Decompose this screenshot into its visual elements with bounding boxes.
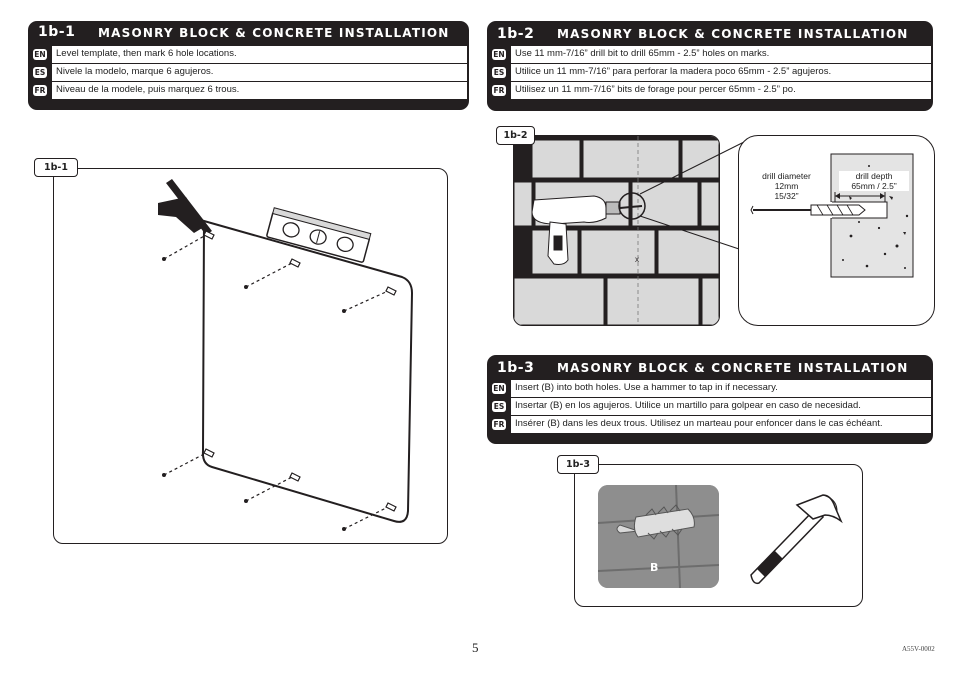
instruction-text: Utilice un 11 mm-7/16” para perforar la … (515, 66, 832, 77)
instruction-text: Use 11 mm-7/16” drill bit to drill 65mm … (515, 48, 770, 59)
part-label-b: B (650, 561, 659, 574)
lang-badge-fr: FR (492, 419, 506, 430)
lang-badge-en: EN (492, 383, 506, 394)
level-tool (266, 207, 372, 263)
step-1b-2-box: 1b-2 MASONRY BLOCK & CONCRETE INSTALLATI… (487, 21, 933, 111)
instruction-row-fr: FR Niveau de la modele, puis marquez 6 t… (33, 82, 467, 99)
figure-tag-1b-1: 1b-1 (34, 158, 78, 177)
drill-depth-label: drill depth 65mm / 2.5” (839, 171, 909, 191)
figure-1b-2-wall-panel: x (513, 135, 720, 326)
instruction-row-en: EN Level template, then mark 6 hole loca… (33, 46, 467, 64)
hand-pencil (158, 179, 212, 235)
drill-depth-title: drill depth (855, 171, 893, 181)
instruction-row-fr: FR Insérer (B) dans les deux trous. Util… (492, 416, 931, 433)
step-1b-3-box: 1b-3 MASONRY BLOCK & CONCRETE INSTALLATI… (487, 355, 933, 444)
instruction-text: Insertar (B) en los agujeros. Utilice un… (515, 400, 861, 411)
figure-1b-3-panel: B (574, 464, 863, 607)
instruction-row-es: ES Nivele la modelo, marque 6 agujeros. (33, 64, 467, 82)
step-title: MASONRY BLOCK & CONCRETE INSTALLATION (98, 26, 450, 40)
instruction-text: Insert (B) into both holes. Use a hammer… (515, 382, 778, 393)
lang-badge-es: ES (33, 67, 47, 78)
instruction-row-es: ES Utilice un 11 mm-7/16” para perforar … (492, 64, 931, 82)
lang-badge-es: ES (492, 401, 506, 412)
lang-badge-en: EN (33, 49, 47, 60)
instruction-row-es: ES Insertar (B) en los agujeros. Utilice… (492, 398, 931, 416)
plastic-anchor (616, 504, 695, 540)
step-header: 1b-3 MASONRY BLOCK & CONCRETE INSTALLATI… (487, 355, 933, 379)
step-number: 1b-3 (497, 360, 535, 376)
drill-depth-diagram (750, 153, 914, 278)
step-header: 1b-2 MASONRY BLOCK & CONCRETE INSTALLATI… (487, 21, 933, 45)
step-header: 1b-1 MASONRY BLOCK & CONCRETE INSTALLATI… (28, 21, 469, 45)
lang-badge-fr: FR (492, 85, 506, 96)
lang-badge-es: ES (492, 67, 506, 78)
lang-badge-en: EN (492, 49, 506, 60)
instruction-text: Insérer (B) dans les deux trous. Utilise… (515, 418, 883, 429)
instruction-text: Utilisez un 11 mm-7/16” bits de forage p… (515, 84, 796, 95)
instruction-text: Level template, then mark 6 hole locatio… (56, 48, 237, 59)
lang-badge-fr: FR (33, 85, 47, 96)
document-code: A55V-0002 (902, 645, 935, 653)
drill-diameter-label: drill diameter 12mm 15/32” (749, 171, 824, 201)
instruction-rows: EN Insert (B) into both holes. Use a ham… (492, 380, 931, 433)
step-title: MASONRY BLOCK & CONCRETE INSTALLATION (557, 361, 909, 375)
step-1b-1-box: 1b-1 MASONRY BLOCK & CONCRETE INSTALLATI… (28, 21, 469, 110)
instruction-text: Niveau de la modele, puis marquez 6 trou… (56, 84, 240, 95)
template-level-illustration (158, 179, 414, 531)
instruction-rows: EN Level template, then mark 6 hole loca… (33, 46, 467, 99)
drill-diameter-mm: 12mm (774, 181, 799, 191)
figure-1b-1-panel (53, 168, 448, 544)
instruction-row-en: EN Insert (B) into both holes. Use a ham… (492, 380, 931, 398)
instruction-text: Nivele la modelo, marque 6 agujeros. (56, 66, 214, 77)
step-number: 1b-1 (38, 24, 76, 40)
page-number: 5 (472, 640, 479, 655)
instruction-row-fr: FR Utilisez un 11 mm-7/16” bits de forag… (492, 82, 931, 99)
figure-tag-1b-2: 1b-2 (496, 126, 535, 145)
instruction-row-en: EN Use 11 mm-7/16” drill bit to drill 65… (492, 46, 931, 64)
drill-detail-callout: drill diameter 12mm 15/32” drill depth 6… (738, 135, 935, 326)
figure-tag-1b-3: 1b-3 (557, 455, 599, 474)
instruction-rows: EN Use 11 mm-7/16” drill bit to drill 65… (492, 46, 931, 99)
hammer-icon (750, 494, 843, 585)
drill-depth-value: 65mm / 2.5” (851, 181, 897, 191)
drill-diameter-title: drill diameter (762, 171, 811, 181)
step-title: MASONRY BLOCK & CONCRETE INSTALLATION (557, 27, 909, 41)
power-drill (531, 195, 643, 265)
wall-anchor-illustration (598, 485, 719, 588)
brick-wall-drill-illustration: x (514, 136, 719, 325)
step-number: 1b-2 (497, 26, 535, 42)
drill-diameter-in: 15/32” (774, 191, 799, 201)
svg-text:x: x (635, 255, 639, 264)
anchor-photo: B (598, 485, 719, 588)
